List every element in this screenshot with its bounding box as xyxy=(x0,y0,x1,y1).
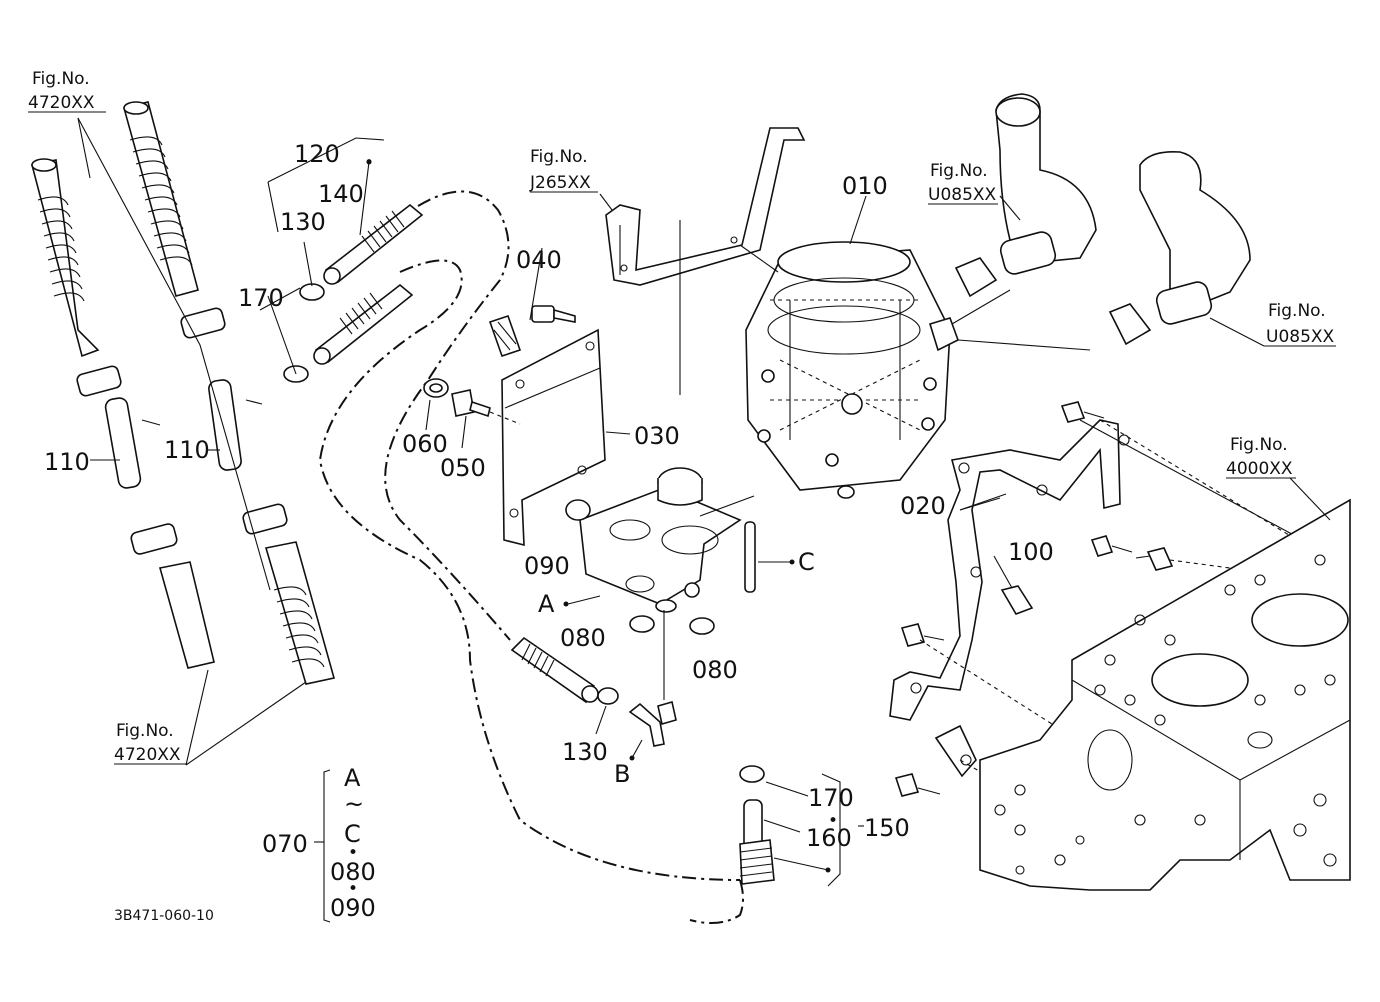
kit-070-range-end: C xyxy=(344,820,361,848)
drain-hose-route xyxy=(318,190,744,925)
kit-070-range-start: A xyxy=(344,764,361,792)
kit-070-label: 070 xyxy=(262,830,308,858)
fig-ref-j265-number: J265XX xyxy=(529,173,591,193)
part-label-080-left: 080 xyxy=(560,624,606,652)
kit-070-separator-2: • xyxy=(348,879,358,899)
part-label-030: 030 xyxy=(634,422,680,450)
kit-070-item-090: 090 xyxy=(330,894,376,922)
upper-drain-hose-group xyxy=(259,137,424,383)
kit-120-separator: • xyxy=(364,153,374,173)
part-label-090: 090 xyxy=(524,552,570,580)
fig-ref-4000-number: 4000XX xyxy=(1226,459,1293,479)
hoses-u085 xyxy=(954,93,1265,347)
lower-hose-150 xyxy=(739,765,841,887)
part-label-130-upper: 130 xyxy=(280,208,326,236)
ref-letter-a: A xyxy=(538,590,555,618)
fig-ref-j265-title: Fig.No. xyxy=(530,147,588,167)
fig-ref-4000-title: Fig.No. xyxy=(1230,435,1288,455)
fuel-block-a xyxy=(563,467,795,761)
cover-plate-030 xyxy=(488,247,631,547)
drawing-number: 3B471-060-10 xyxy=(114,908,214,924)
fuel-filter-010 xyxy=(739,195,1091,499)
part-label-140: 140 xyxy=(318,180,364,208)
part-label-170-lower: 170 xyxy=(808,784,854,812)
part-label-110-right: 110 xyxy=(164,436,210,464)
part-label-170-upper: 170 xyxy=(238,284,284,312)
part-label-100: 100 xyxy=(1008,538,1054,566)
fig-ref-u085-right-title: Fig.No. xyxy=(1268,301,1326,321)
part-label-010: 010 xyxy=(842,172,888,200)
lower-spring-hose-130 xyxy=(510,636,619,735)
fig-ref-u085-left-title: Fig.No. xyxy=(930,161,988,181)
part-label-110-left: 110 xyxy=(44,448,90,476)
kit-070-bracket xyxy=(323,769,331,923)
kit-070-item-080: 080 xyxy=(330,858,376,886)
part-label-080-right: 080 xyxy=(692,656,738,684)
kit-070-separator-1: • xyxy=(348,843,358,863)
bolt-050-washer-060 xyxy=(423,378,521,449)
part-label-040: 040 xyxy=(516,246,562,274)
ref-letter-b: B xyxy=(614,760,630,788)
kit-150-separator: • xyxy=(828,811,838,831)
fig-ref-4720-top-title: Fig.No. xyxy=(32,69,90,89)
bracket-020 xyxy=(889,401,1341,871)
left-hose-assembly xyxy=(31,101,335,766)
fig-ref-u085-right-number: U085XX xyxy=(1266,327,1335,347)
part-label-120: 120 xyxy=(294,140,340,168)
engine-block-4000 xyxy=(979,477,1351,891)
part-label-020: 020 xyxy=(900,492,946,520)
part-label-160: 160 xyxy=(806,824,852,852)
kit-070-tilde: ~ xyxy=(344,790,364,818)
fig-ref-4720-bottom-title: Fig.No. xyxy=(116,721,174,741)
fig-ref-4720-bottom-number: 4720XX xyxy=(114,745,181,765)
part-label-130-lower: 130 xyxy=(562,738,608,766)
part-label-060: 060 xyxy=(402,430,448,458)
part-label-150: 150 xyxy=(864,814,910,842)
part-label-050: 050 xyxy=(440,454,486,482)
bracket-j265 xyxy=(599,127,806,395)
fig-ref-4720-top-number: 4720XX xyxy=(28,93,95,113)
fig-ref-u085-left-number: U085XX xyxy=(928,185,997,205)
ref-letter-c: C xyxy=(798,548,815,576)
